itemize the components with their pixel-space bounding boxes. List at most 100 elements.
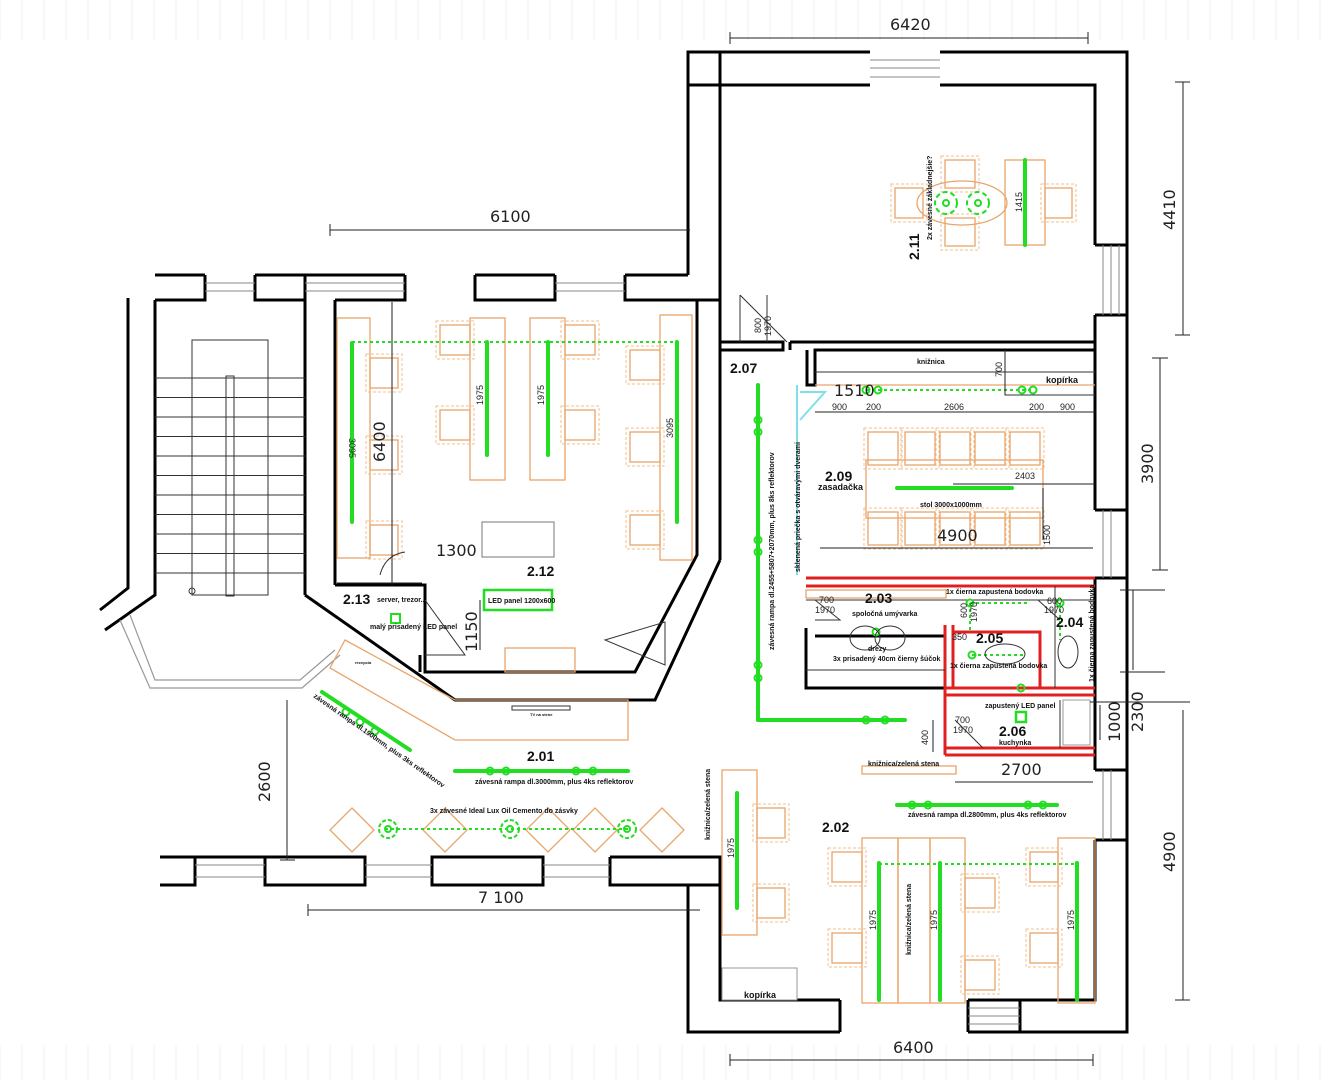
wall-wet-rooms bbox=[806, 576, 1095, 757]
spotlight-icon bbox=[1016, 683, 1026, 693]
spotlight-icon bbox=[1028, 385, 1038, 395]
pendant-lamp-center bbox=[942, 199, 950, 207]
chair-clearance bbox=[1025, 847, 1063, 887]
kniznica-shelf bbox=[815, 350, 1095, 373]
box-1300 bbox=[481, 521, 555, 558]
chair-clearance bbox=[827, 928, 867, 968]
fridge-unit bbox=[1062, 699, 1091, 746]
pendant-lamp-center bbox=[384, 825, 392, 833]
pendant-table bbox=[422, 807, 468, 853]
dim-line-4410 bbox=[1175, 81, 1190, 336]
desk bbox=[529, 317, 566, 481]
room-209-name: zasadačka bbox=[818, 482, 864, 492]
chair-clearance bbox=[960, 873, 1000, 913]
chair-clearance bbox=[435, 320, 475, 360]
note-bodovka-205: 1x čierna zapustená bodovka bbox=[950, 663, 1047, 670]
pendant-lamp-icon bbox=[500, 819, 520, 839]
chair-clearance bbox=[560, 320, 600, 360]
note-kniznica-zelena-3: knižnica/zelená stena bbox=[906, 884, 913, 955]
spotlight-icon bbox=[880, 715, 890, 725]
dim-line-6100 bbox=[329, 224, 690, 236]
dim-2606: 2606 bbox=[944, 402, 964, 412]
dim-4900-mid: 4900 bbox=[937, 526, 978, 545]
chair bbox=[564, 324, 596, 356]
chair bbox=[974, 431, 1006, 466]
chair bbox=[439, 409, 471, 441]
door-width-205: 600 bbox=[959, 603, 969, 618]
desk bbox=[469, 317, 506, 481]
sink-2 bbox=[874, 625, 906, 651]
dim-1300: 1300 bbox=[436, 541, 477, 560]
note-kopirka-top: kopírka bbox=[1046, 375, 1079, 385]
spotlight-icon bbox=[871, 627, 881, 637]
spotlight-icon bbox=[753, 673, 763, 683]
note-recessed-led: zapustený LED panel bbox=[985, 703, 1055, 710]
window-left-bottom bbox=[195, 864, 610, 878]
note-kniznica-zelena-1: knižnica/zelená stena bbox=[868, 761, 939, 768]
dim-400: 400 bbox=[920, 730, 930, 745]
dim-1510: 1510 bbox=[834, 381, 875, 400]
desk-length-202-left: 1975 bbox=[726, 838, 736, 858]
pendant-lamp-center bbox=[623, 825, 631, 833]
door-swing-207 bbox=[739, 294, 788, 343]
chair bbox=[756, 807, 786, 839]
dim-2600: 2600 bbox=[255, 761, 274, 802]
room-206-label: 2.06 bbox=[999, 723, 1026, 739]
chair-clearance bbox=[1005, 427, 1045, 470]
spotlight-icon bbox=[753, 535, 763, 545]
note-kopirka-bottom: kopírka bbox=[744, 990, 777, 1000]
spotlight-icon bbox=[485, 766, 495, 776]
led-panel-212 bbox=[482, 588, 554, 612]
note-drezy: 3x prisadený 40cm čierny šúčok bbox=[833, 656, 940, 663]
spotlight-icon bbox=[753, 415, 763, 425]
pendant-lamp-icon bbox=[966, 191, 990, 215]
dim-900-left: 900 bbox=[832, 402, 847, 412]
chair bbox=[964, 959, 996, 991]
door-height-205: 1970 bbox=[969, 602, 979, 622]
chair bbox=[629, 349, 661, 381]
chair-clearance bbox=[960, 955, 1000, 995]
spotlight-icon bbox=[873, 385, 883, 395]
note-ramp-207: závesná rampa dl.2455+5807+2070mm, plus … bbox=[769, 452, 776, 650]
chair-clearance bbox=[1025, 928, 1063, 968]
stair-well-outline bbox=[191, 339, 269, 596]
note-ramp-202: závesná rampa dl.2800mm, plus 4ks reflek… bbox=[908, 812, 1066, 819]
dim-200-left: 200 bbox=[866, 402, 881, 412]
room-201-label: 2.01 bbox=[527, 748, 554, 764]
desk bbox=[721, 769, 758, 936]
led-ramp bbox=[320, 690, 412, 752]
chair-clearance bbox=[863, 507, 903, 550]
chair bbox=[964, 877, 996, 909]
wall-room-212 bbox=[304, 300, 722, 702]
chair bbox=[944, 159, 976, 189]
room-203-name: spoločná umývarka bbox=[852, 611, 917, 618]
reception-counter bbox=[329, 639, 629, 741]
desk bbox=[1057, 837, 1096, 1004]
wall-left-wing-bottom bbox=[160, 855, 722, 887]
room-203-label: 2.03 bbox=[865, 590, 892, 606]
chair bbox=[831, 932, 863, 964]
chair bbox=[867, 511, 899, 546]
chair-clearance bbox=[827, 847, 867, 887]
dim-900-right: 900 bbox=[1060, 402, 1075, 412]
chair bbox=[369, 524, 399, 556]
chair-clearance bbox=[890, 183, 928, 223]
spotlight-icon bbox=[1055, 598, 1065, 608]
desk bbox=[805, 589, 947, 599]
dim-7100: 7 100 bbox=[478, 888, 524, 907]
spotlight-icon bbox=[370, 726, 380, 736]
chair bbox=[939, 511, 971, 546]
chair bbox=[1029, 932, 1059, 964]
shelf-kniznica bbox=[861, 765, 957, 775]
spotlight-icon bbox=[753, 547, 763, 557]
chair-clearance bbox=[435, 405, 475, 445]
spotlight-icon bbox=[967, 650, 977, 660]
note-small-led: malý prisadený LED panel bbox=[370, 624, 457, 631]
chair-clearance bbox=[752, 803, 790, 843]
wall-partition-211 bbox=[720, 340, 1097, 387]
door-arc-212 bbox=[379, 551, 406, 576]
door-swing-213 bbox=[424, 599, 466, 656]
window-left-top bbox=[205, 282, 625, 292]
toilet-205 bbox=[984, 643, 1026, 665]
dim-2700: 2700 bbox=[1001, 760, 1042, 779]
